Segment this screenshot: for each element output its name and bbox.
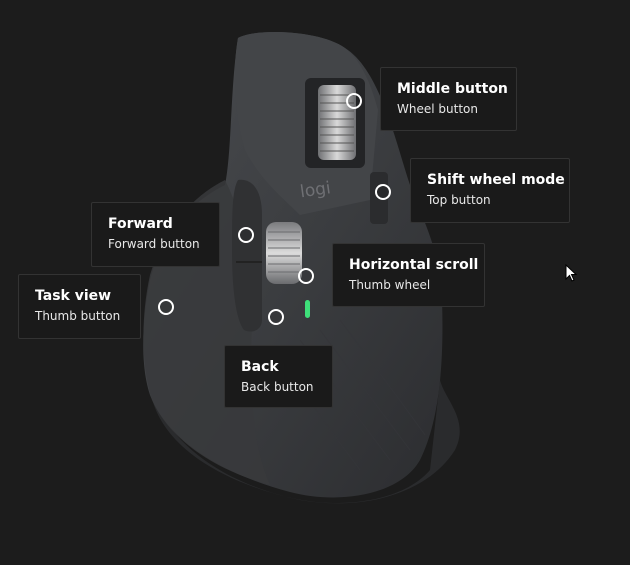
back-hotspot-icon[interactable] [268, 309, 284, 325]
callout-title: Task view [35, 288, 112, 304]
shift-wheel-mode-callout[interactable]: Shift wheel mode Top button [410, 158, 570, 223]
callout-subtitle: Thumb wheel [349, 278, 431, 292]
callout-subtitle: Thumb button [35, 309, 121, 323]
callout-title: Shift wheel mode [427, 172, 565, 188]
back-callout[interactable]: Back Back button [224, 345, 333, 408]
callout-title: Forward [108, 216, 173, 232]
side-button-panel [232, 179, 262, 332]
middle-button-hotspot-icon[interactable] [346, 93, 362, 109]
horizontal-scroll-hotspot-icon[interactable] [298, 268, 314, 284]
thumb-wheel-ridges [268, 231, 300, 273]
callout-subtitle: Forward button [108, 237, 200, 251]
callout-title: Middle button [397, 81, 508, 97]
callout-subtitle: Wheel button [397, 102, 478, 116]
middle-button-callout[interactable]: Middle button Wheel button [380, 67, 517, 131]
horizontal-scroll-callout[interactable]: Horizontal scroll Thumb wheel [332, 243, 485, 307]
shift-wheel-mode-hotspot-icon[interactable] [375, 184, 391, 200]
callout-title: Horizontal scroll [349, 257, 479, 273]
callout-subtitle: Top button [427, 193, 491, 207]
forward-callout[interactable]: Forward Forward button [91, 202, 220, 267]
task-view-callout[interactable]: Task view Thumb button [18, 274, 141, 339]
callout-subtitle: Back button [241, 380, 314, 394]
callout-title: Back [241, 359, 279, 375]
status-led [305, 300, 310, 318]
thumb-wheel [266, 222, 302, 284]
task-view-hotspot-icon[interactable] [158, 299, 174, 315]
forward-hotspot-icon[interactable] [238, 227, 254, 243]
logi-logo: logi [299, 178, 332, 202]
mouse-pointer-icon [565, 264, 578, 282]
